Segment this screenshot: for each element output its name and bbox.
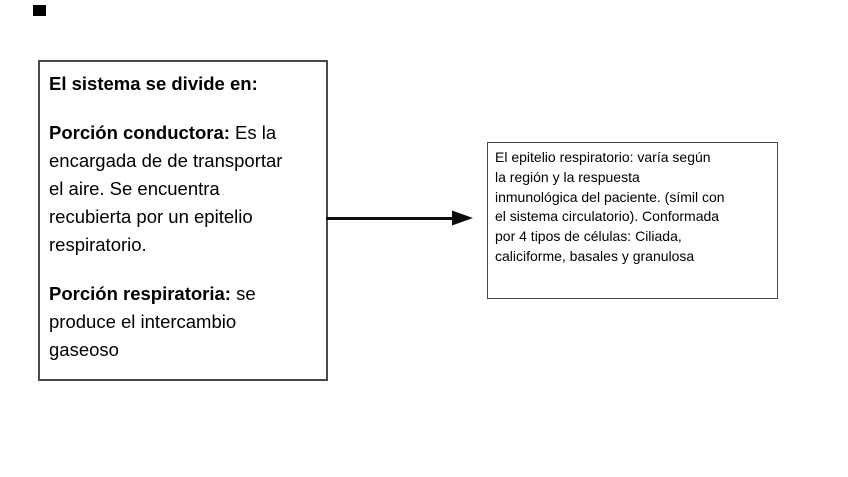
text-cursor-mark bbox=[33, 5, 46, 16]
conductora-lead: Porción conductora: bbox=[49, 122, 230, 143]
left-box-title: El sistema se divide en: bbox=[49, 73, 258, 94]
right-text-box: El epitelio respiratorio: varía según la… bbox=[487, 142, 778, 299]
left-text-box: El sistema se divide en: Porción conduct… bbox=[38, 60, 328, 381]
left-box-paragraph-conductora: Porción conductora: Es la encargada de d… bbox=[49, 119, 317, 259]
respiratoria-body: se produce el intercambio gaseoso bbox=[49, 283, 256, 360]
right-box-text: El epitelio respiratorio: varía según la… bbox=[495, 149, 725, 264]
connector-arrow-icon bbox=[326, 210, 473, 226]
left-box-paragraph-respiratoria: Porción respiratoria: se produce el inte… bbox=[49, 280, 317, 364]
respiratoria-lead: Porción respiratoria: bbox=[49, 283, 231, 304]
conductora-body: Es la encargada de de transportar el air… bbox=[49, 122, 283, 255]
